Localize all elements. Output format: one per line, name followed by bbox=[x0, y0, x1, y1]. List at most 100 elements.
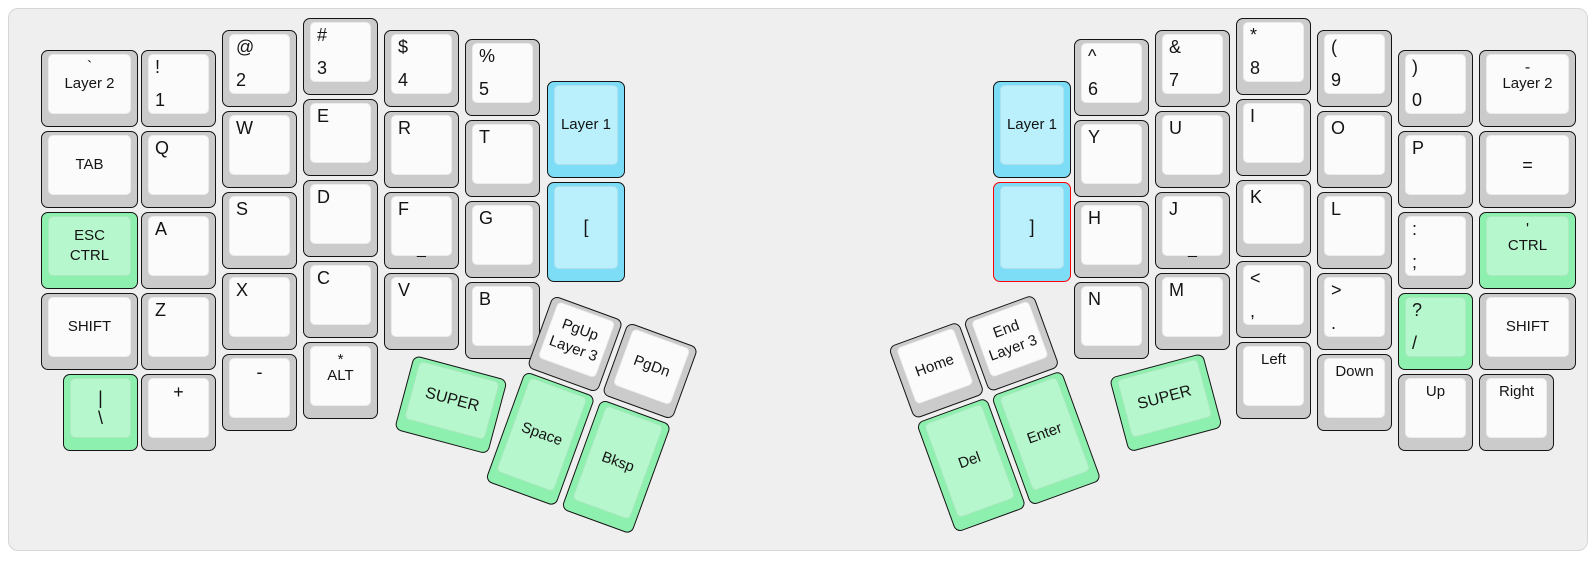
keycap-top bbox=[1162, 34, 1223, 94]
key-grave-layer2[interactable]: `Layer 2 bbox=[41, 50, 138, 127]
key-minus[interactable]: - bbox=[222, 354, 297, 431]
key-g[interactable]: G bbox=[465, 201, 540, 278]
keycap-top bbox=[1405, 54, 1466, 114]
key-q[interactable]: Q bbox=[141, 131, 216, 208]
key-s[interactable]: S bbox=[222, 192, 297, 269]
key-r[interactable]: R bbox=[384, 111, 459, 188]
key-t[interactable]: T bbox=[465, 120, 540, 197]
key-star-alt[interactable]: *ALT bbox=[303, 342, 378, 419]
keycap-top bbox=[1243, 103, 1304, 163]
keycap-top bbox=[229, 34, 290, 94]
key-7[interactable]: &7 bbox=[1155, 30, 1230, 107]
key-left-bracket[interactable]: [ bbox=[547, 182, 625, 282]
key-semicolon[interactable]: :; bbox=[1398, 212, 1473, 289]
key-w[interactable]: W bbox=[222, 111, 297, 188]
key-l[interactable]: L bbox=[1317, 192, 1392, 269]
key-slash[interactable]: ?/ bbox=[1398, 293, 1473, 370]
key-arrow-left[interactable]: Left bbox=[1236, 342, 1311, 419]
key-comma[interactable]: <, bbox=[1236, 261, 1311, 338]
key-a[interactable]: A bbox=[141, 212, 216, 289]
keycap-top bbox=[310, 346, 371, 406]
key-0[interactable]: )0 bbox=[1398, 50, 1473, 127]
keycap-top bbox=[1405, 216, 1466, 276]
key-6[interactable]: ^6 bbox=[1074, 39, 1149, 116]
key-period[interactable]: >. bbox=[1317, 273, 1392, 350]
key-h[interactable]: H bbox=[1074, 201, 1149, 278]
key-u[interactable]: U bbox=[1155, 111, 1230, 188]
keycap-top bbox=[1324, 196, 1385, 256]
keycap-top bbox=[895, 327, 974, 405]
key-super-right[interactable]: SUPER bbox=[1109, 352, 1223, 453]
keycap-top bbox=[404, 360, 500, 441]
keycap-top bbox=[1000, 186, 1064, 269]
key-arrow-up[interactable]: Up bbox=[1398, 374, 1473, 451]
key-n[interactable]: N bbox=[1074, 282, 1149, 359]
key-plus[interactable]: + bbox=[141, 374, 216, 451]
key-tab[interactable]: TAB bbox=[41, 131, 138, 208]
key-d[interactable]: D bbox=[303, 180, 378, 257]
keycap-top bbox=[970, 300, 1049, 378]
key-minus-layer2[interactable]: -Layer 2 bbox=[1479, 50, 1576, 127]
keycap-top bbox=[1243, 265, 1304, 325]
key-m[interactable]: M bbox=[1155, 273, 1230, 350]
keycap-top bbox=[1162, 196, 1223, 256]
key-f[interactable]: F_ bbox=[384, 192, 459, 269]
key-x[interactable]: X bbox=[222, 273, 297, 350]
keycap-top bbox=[391, 196, 452, 256]
key-arrow-right[interactable]: Right bbox=[1479, 374, 1554, 451]
key-9[interactable]: (9 bbox=[1317, 30, 1392, 107]
keycap-top bbox=[48, 135, 131, 195]
keycap-top bbox=[1081, 205, 1142, 265]
key-pipe-backslash[interactable]: | \ bbox=[63, 374, 138, 451]
key-arrow-down[interactable]: Down bbox=[1317, 354, 1392, 431]
key-p[interactable]: P bbox=[1398, 131, 1473, 208]
keycap-top bbox=[1081, 124, 1142, 184]
key-z[interactable]: Z bbox=[141, 293, 216, 370]
keycap-top bbox=[148, 378, 209, 438]
keycap-top bbox=[1162, 115, 1223, 175]
key-i[interactable]: I bbox=[1236, 99, 1311, 176]
key-layer1-right[interactable]: Layer 1 bbox=[993, 81, 1071, 178]
key-8[interactable]: *8 bbox=[1236, 18, 1311, 95]
key-right-bracket[interactable]: ] bbox=[993, 182, 1071, 282]
keycap-top bbox=[537, 301, 616, 379]
key-k[interactable]: K bbox=[1236, 180, 1311, 257]
key-2[interactable]: @2 bbox=[222, 30, 297, 107]
key-4[interactable]: $4 bbox=[384, 30, 459, 107]
key-super-left[interactable]: SUPER bbox=[394, 355, 508, 455]
keycap-top bbox=[472, 43, 533, 103]
key-quote-ctrl[interactable]: 'CTRL bbox=[1479, 212, 1576, 289]
keycap-top bbox=[48, 297, 131, 357]
keycap-top bbox=[1405, 378, 1466, 438]
keycap-top bbox=[229, 115, 290, 175]
keycap-top bbox=[229, 277, 290, 337]
keycap-top bbox=[1486, 378, 1547, 438]
keycap-top bbox=[1324, 277, 1385, 337]
key-j[interactable]: J_ bbox=[1155, 192, 1230, 269]
key-5[interactable]: %5 bbox=[465, 39, 540, 116]
key-3[interactable]: #3 bbox=[303, 18, 378, 95]
key-1[interactable]: !1 bbox=[141, 50, 216, 127]
key-esc-ctrl[interactable]: ESC CTRL bbox=[41, 212, 138, 289]
keycap-top bbox=[70, 378, 131, 438]
keycap-top bbox=[1000, 85, 1064, 165]
key-shift-left[interactable]: SHIFT bbox=[41, 293, 138, 370]
keycap-top bbox=[1486, 297, 1569, 357]
key-c[interactable]: C bbox=[303, 261, 378, 338]
key-shift-right[interactable]: SHIFT bbox=[1479, 293, 1576, 370]
key-v[interactable]: V bbox=[384, 273, 459, 350]
keycap-top bbox=[229, 358, 290, 418]
keycap-top bbox=[472, 205, 533, 265]
keycap-top bbox=[1081, 43, 1142, 103]
keycap-top bbox=[310, 265, 371, 325]
keycap-top bbox=[310, 22, 371, 82]
key-o[interactable]: O bbox=[1317, 111, 1392, 188]
key-b[interactable]: B bbox=[465, 282, 540, 359]
key-layer1-left[interactable]: Layer 1 bbox=[547, 81, 625, 178]
key-equals[interactable]: = bbox=[1479, 131, 1576, 208]
key-e[interactable]: E bbox=[303, 99, 378, 176]
keycap-top bbox=[310, 184, 371, 244]
key-y[interactable]: Y bbox=[1074, 120, 1149, 197]
keycap-top bbox=[229, 196, 290, 256]
